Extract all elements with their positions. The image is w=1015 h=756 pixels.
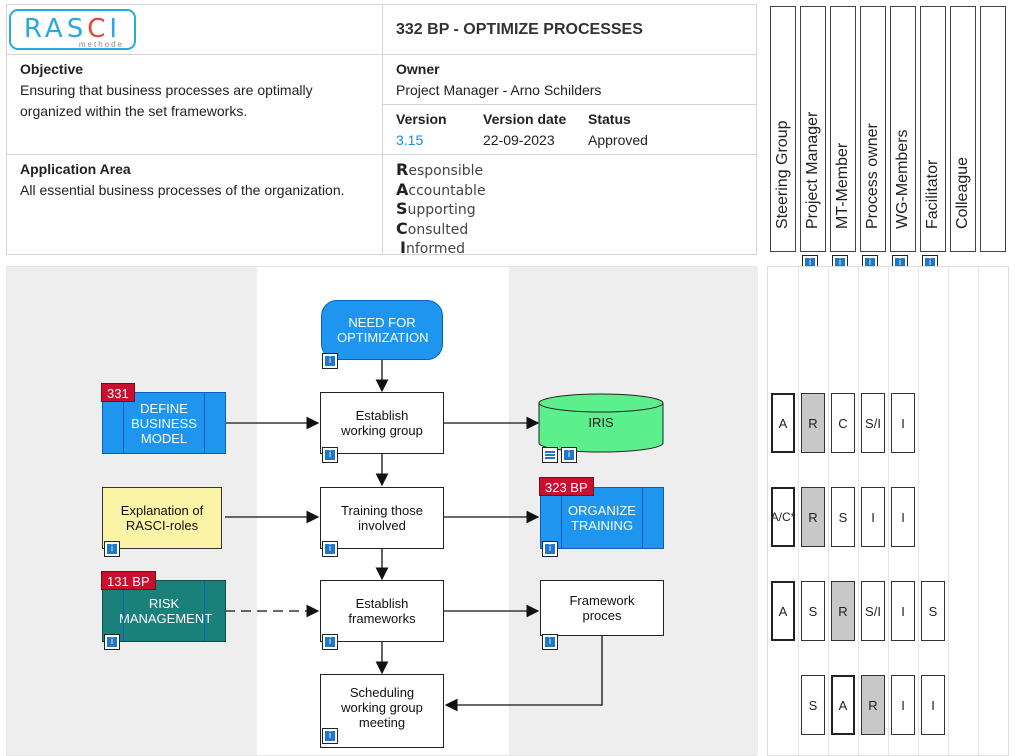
header-divider — [382, 104, 757, 105]
matrix-cell[interactable]: A — [831, 675, 855, 735]
info-icon[interactable] — [322, 634, 338, 650]
node-explanation-rasci-roles[interactable]: Explanation of RASCI-roles — [102, 487, 222, 549]
rasci-legend-item: Supporting — [396, 199, 476, 219]
matrix-gridline — [798, 267, 799, 755]
info-icon[interactable] — [322, 728, 338, 744]
matrix-gridline — [918, 267, 919, 755]
rasci-legend-item: Informed — [400, 238, 465, 258]
info-icon[interactable] — [104, 634, 120, 650]
process-tag: 323 BP — [539, 477, 594, 496]
matrix-cell[interactable]: R — [801, 487, 825, 547]
node-iris-database[interactable] — [538, 393, 664, 455]
process-tag: 331 — [101, 383, 135, 402]
node-label: RISK MANAGEMENT — [119, 596, 213, 626]
node-training-those-involved[interactable]: Training those involved — [320, 487, 444, 549]
header-divider — [382, 4, 383, 255]
matrix-cell[interactable]: S — [801, 675, 825, 735]
node-organize-training[interactable]: ORGANIZE TRAINING — [540, 487, 664, 549]
node-label: Establish frameworks — [348, 596, 416, 626]
rasci-legend-item: Accountable — [396, 179, 486, 199]
role-header-project-manager[interactable]: Project Manager — [800, 6, 826, 252]
rasci-logo[interactable]: RASCI methode — [9, 9, 136, 50]
matrix-cell[interactable]: A — [771, 581, 795, 641]
matrix-gridline — [828, 267, 829, 755]
matrix-cell[interactable]: C — [831, 393, 855, 453]
status-value: Approved — [588, 132, 648, 148]
matrix-cell[interactable]: S — [801, 581, 825, 641]
matrix-cell[interactable]: I — [891, 487, 915, 547]
node-label: ORGANIZE TRAINING — [568, 503, 636, 533]
role-header-colleague[interactable]: Colleague — [950, 6, 976, 252]
node-label: Establish working group — [341, 408, 423, 438]
matrix-cell[interactable]: R — [861, 675, 885, 735]
info-icon[interactable] — [322, 541, 338, 557]
matrix-cell[interactable]: S — [831, 487, 855, 547]
node-need-for-optimization[interactable]: NEED FOR OPTIMIZATION — [321, 300, 443, 360]
matrix-cell[interactable]: I — [921, 675, 945, 735]
matrix-cell[interactable]: S — [921, 581, 945, 641]
rasci-legend: Responsible Accountable Supporting Consu… — [396, 161, 486, 259]
application-area-text: All essential business processes of the … — [20, 182, 345, 198]
role-header-wg-members[interactable]: WG-Members — [890, 6, 916, 252]
node-risk-management[interactable]: RISK MANAGEMENT — [102, 580, 226, 642]
rasci-legend-item: Consulted — [396, 218, 469, 238]
node-define-business-model[interactable]: DEFINE BUSINESS MODEL — [102, 392, 226, 454]
matrix-gridline — [948, 267, 949, 755]
node-label: NEED FOR OPTIMIZATION — [337, 315, 429, 345]
matrix-gridline — [978, 267, 979, 755]
role-header-steering-group[interactable]: Steering Group — [770, 6, 796, 252]
info-icon[interactable] — [542, 634, 558, 650]
node-label: Framework proces — [569, 593, 635, 623]
role-header-empty[interactable] — [980, 6, 1006, 252]
matrix-cell[interactable]: S/I — [861, 581, 885, 641]
node-label: Training those involved — [341, 503, 423, 533]
version-date-value: 22-09-2023 — [483, 132, 555, 148]
owner-label: Owner — [396, 61, 440, 77]
status-label: Status — [588, 111, 631, 127]
matrix-cell[interactable]: A/C* — [771, 487, 795, 547]
info-icon[interactable] — [322, 447, 338, 463]
role-header-mt-member[interactable]: MT-Member — [830, 6, 856, 252]
objective-text: Ensuring that business processes are opt… — [20, 82, 313, 119]
info-icon[interactable] — [542, 541, 558, 557]
process-tag: 131 BP — [101, 571, 156, 590]
objective-label: Objective — [20, 61, 84, 77]
node-establish-working-group[interactable]: Establish working group — [320, 392, 444, 454]
matrix-gridline — [858, 267, 859, 755]
node-label: IRIS — [588, 415, 614, 430]
node-label: Explanation of RASCI-roles — [120, 503, 204, 533]
info-icon[interactable] — [322, 353, 338, 369]
matrix-gridline — [888, 267, 889, 755]
info-icon[interactable] — [104, 541, 120, 557]
logo-text: RASCI — [23, 14, 122, 44]
matrix-cell[interactable]: R — [831, 581, 855, 641]
info-icon[interactable] — [561, 447, 577, 463]
matrix-cell[interactable]: A — [771, 393, 795, 453]
node-framework-proces[interactable]: Framework proces — [540, 580, 664, 636]
application-area-label: Application Area — [20, 161, 131, 177]
node-scheduling-working-group-meeting[interactable]: Scheduling working group meeting — [320, 674, 444, 748]
matrix-cell[interactable]: R — [801, 393, 825, 453]
header-divider — [6, 54, 757, 55]
matrix-cell[interactable]: I — [861, 487, 885, 547]
node-establish-frameworks[interactable]: Establish frameworks — [320, 580, 444, 642]
version-date-label: Version date — [483, 111, 567, 127]
matrix-cell[interactable]: I — [891, 581, 915, 641]
version-label: Version — [396, 111, 447, 127]
document-icon[interactable] — [542, 447, 558, 463]
matrix-cell[interactable]: S/I — [861, 393, 885, 453]
role-header-process-owner[interactable]: Process owner — [860, 6, 886, 252]
logo-subtext: methode — [78, 40, 124, 49]
matrix-cell[interactable]: I — [891, 393, 915, 453]
node-label: Scheduling working group meeting — [341, 684, 423, 730]
node-label: DEFINE BUSINESS MODEL — [131, 400, 197, 446]
matrix-cell[interactable]: I — [891, 675, 915, 735]
header-divider — [6, 154, 757, 155]
role-header-facilitator[interactable]: Facilitator — [920, 6, 946, 252]
owner-value: Project Manager - Arno Schilders — [396, 82, 602, 98]
rasci-legend-item: Responsible — [396, 160, 484, 179]
version-link[interactable]: 3.15 — [396, 132, 424, 148]
process-title: 332 BP - OPTIMIZE PROCESSES — [396, 21, 643, 38]
